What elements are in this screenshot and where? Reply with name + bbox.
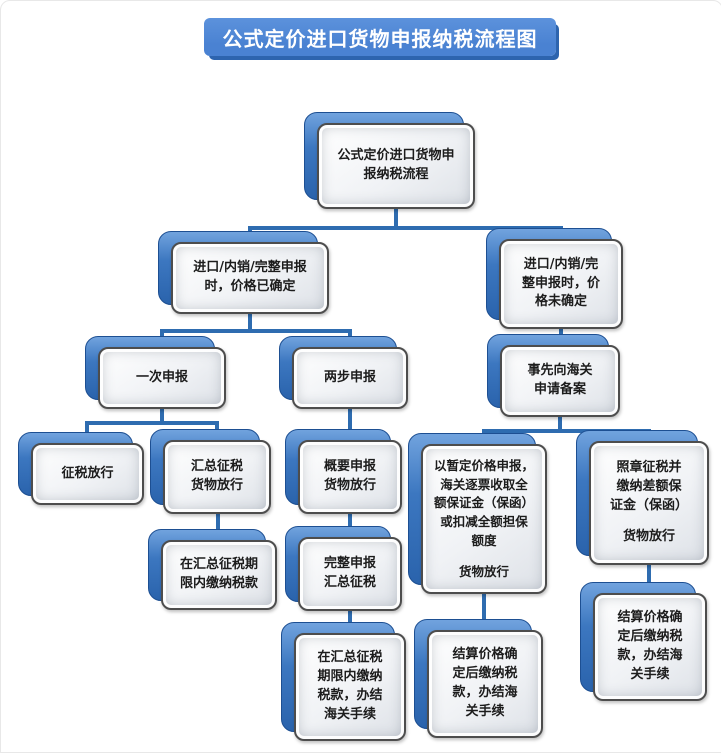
node-two-step-label: 两步申报 [323,369,376,385]
node-outline-declare: 概要申报 货物放行 [285,429,402,514]
node-settle-pay-right: 结算价格确 定后缴纳税 款，办结海 关手续 [580,582,707,701]
node-regular-tax-release-label: 货物放行 [622,528,675,544]
node-pay-deadline-complete-label: 在汇总征税 期限内缴纳 税款，办结 海关手续 [317,650,383,722]
node-settle-pay-left: 结算价格确 定后缴纳税 款，办结海 关手续 [414,619,543,738]
node-summary-tax-release-label: 汇总征税 货物放行 [190,459,243,493]
node-tax-release-label: 征税放行 [61,465,114,481]
node-pay-within-deadline: 在汇总征税期 限内缴纳税款 [148,529,277,610]
node-tax-release: 征税放行 [18,432,144,505]
page-title: 公式定价进口货物申报纳税流程图 [222,26,538,51]
node-price-undetermined: 进口/内销/完 整申报时，价 格未确定 [486,228,623,329]
node-summary-tax-release: 汇总征税 货物放行 [150,429,271,514]
node-provisional-price-label: 以暂定价格申报， 海关逐票收取全 额保证金（保函） 或扣减全额担保 额度 [433,457,534,548]
node-root-label: 公式定价进口货物申 报纳税流程 [337,148,455,182]
node-register: 事先向海关 申请备案 [487,334,620,417]
node-price-undetermined-label: 进口/内销/完 整申报时，价 格未确定 [521,256,600,310]
node-one-step: 一次申报 [85,336,226,409]
node-one-step-label: 一次申报 [135,369,188,385]
node-two-step: 两步申报 [279,336,408,409]
node-regular-tax: 照章征税并 缴纳差额保 证金（保函） 货物放行 [576,430,709,565]
node-provisional-price-release-label: 货物放行 [458,563,509,579]
node-full-declare-label: 完整申报 汇总征税 [323,556,376,590]
title-banner: 公式定价进口货物申报纳税流程图 [204,18,556,56]
node-full-declare: 完整申报 汇总征税 [285,526,402,611]
node-provisional-price: 以暂定价格申报， 海关逐票收取全 额保证金（保函） 或扣减全额担保 额度 货物放… [408,433,547,594]
node-settle-pay-left-label: 结算价格确 定后缴纳税 款，办结海 关手续 [452,647,518,719]
node-regular-tax-label: 照章征税并 缴纳差额保 证金（保函） [609,460,688,513]
node-price-determined-label: 进口/内销/完整申报 时，价格已确定 [193,260,307,294]
node-pay-within-deadline-label: 在汇总征税期 限内缴纳税款 [179,557,258,591]
node-settle-pay-right-label: 结算价格确 定后缴纳税 款，办结海 关手续 [617,610,683,682]
node-register-label: 事先向海关 申请备案 [527,363,593,397]
node-price-determined: 进口/内销/完整申报 时，价格已确定 [158,231,329,314]
node-root: 公式定价进口货物申 报纳税流程 [304,112,475,209]
node-pay-deadline-complete: 在汇总征税 期限内缴纳 税款，办结 海关手续 [281,622,406,741]
node-outline-declare-label: 概要申报 货物放行 [323,459,376,493]
